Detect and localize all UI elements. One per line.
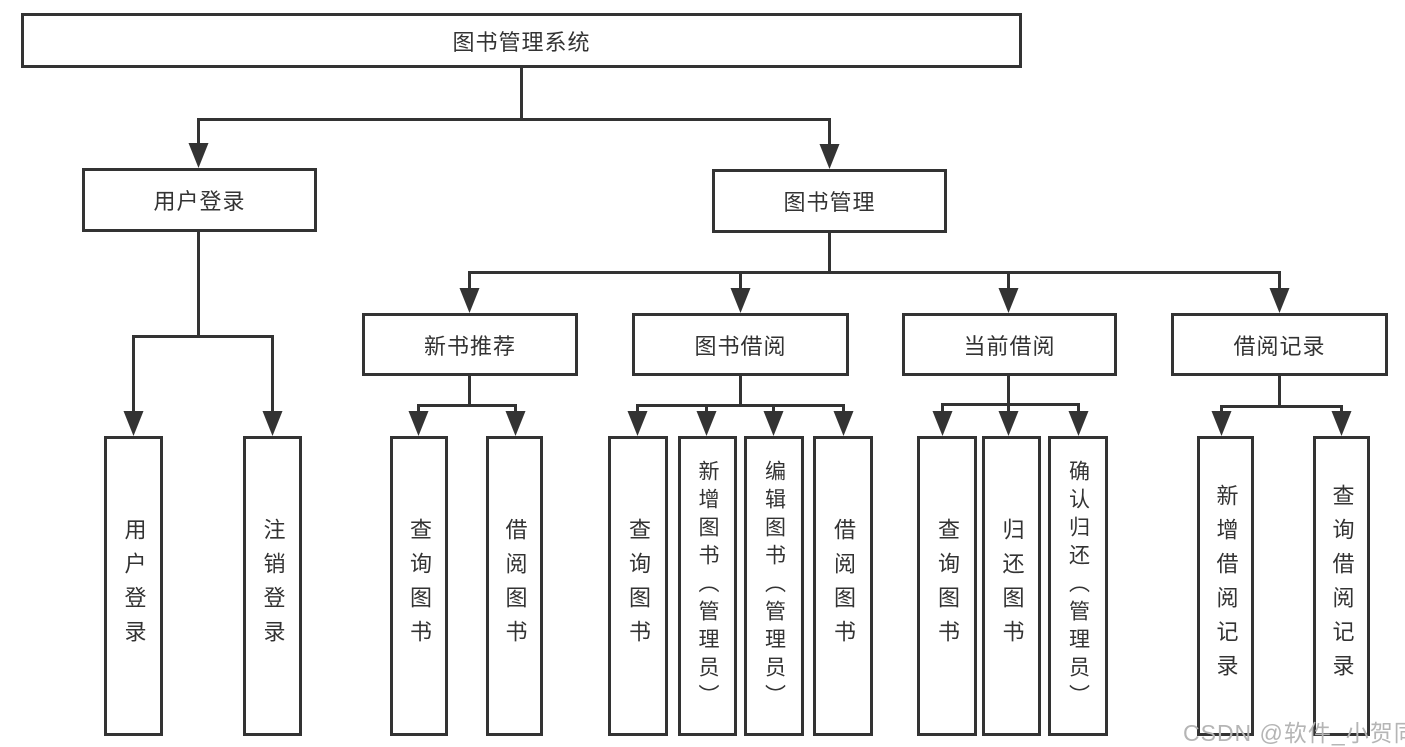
arrowhead [998, 288, 1019, 313]
node-book-borrowing: 图书借阅 [632, 313, 849, 376]
node-query-books-c: 查询图书 [917, 436, 977, 736]
arrowhead [730, 288, 751, 313]
arrowhead [1211, 411, 1232, 436]
node-borrow-books-a: 借阅图书 [486, 436, 543, 736]
node-add-books-admin: 新增图书（管理员） [678, 436, 737, 736]
node-new-book-rec: 新书推荐 [362, 313, 578, 376]
node-book-mgmt: 图书管理 [712, 169, 947, 233]
arrowhead [123, 411, 144, 436]
arrowhead [408, 411, 429, 436]
arrowhead [1269, 288, 1290, 313]
connector-newbookrec-to-leaves [408, 376, 526, 436]
arrowhead [1331, 411, 1352, 436]
connector-userlogin-to-leaves [123, 232, 283, 436]
node-add-borrow-record: 新增借阅记录 [1197, 436, 1254, 736]
node-query-books-b: 查询图书 [608, 436, 668, 736]
arrowhead [998, 411, 1019, 436]
arrowhead [819, 144, 840, 169]
arrowhead [696, 411, 717, 436]
node-current-borrowing: 当前借阅 [902, 313, 1117, 376]
node-root: 图书管理系统 [21, 13, 1022, 68]
node-logout: 注销登录 [243, 436, 302, 736]
arrowhead [188, 143, 209, 168]
node-query-borrow-record: 查询借阅记录 [1313, 436, 1370, 736]
arrowhead [932, 411, 953, 436]
connector-borrowrecords-to-leaves [1211, 376, 1352, 436]
connector-bookborrowing-to-leaves [627, 376, 854, 436]
connector-root-to-level1 [188, 66, 840, 169]
arrowhead [627, 411, 648, 436]
connector-currentborrowing-to-leaves [932, 376, 1089, 436]
arrowhead [459, 288, 480, 313]
node-edit-books-admin: 编辑图书（管理员） [744, 436, 804, 736]
node-confirm-return-admin: 确认归还（管理员） [1048, 436, 1108, 736]
node-user-login: 用户登录 [104, 436, 163, 736]
arrowhead [505, 411, 526, 436]
connector-bookmgmt-to-level2 [459, 233, 1290, 313]
csdn-watermark: CSDN @软件_小贺同学 [1183, 720, 1405, 746]
node-borrow-books-b: 借阅图书 [813, 436, 873, 736]
arrowhead [262, 411, 283, 436]
arrowhead [763, 411, 784, 436]
node-return-books: 归还图书 [982, 436, 1041, 736]
arrowhead [1068, 411, 1089, 436]
node-query-books-a: 查询图书 [390, 436, 448, 736]
arrowhead [833, 411, 854, 436]
node-borrow-records: 借阅记录 [1171, 313, 1388, 376]
node-user-login-branch: 用户登录 [82, 168, 317, 232]
